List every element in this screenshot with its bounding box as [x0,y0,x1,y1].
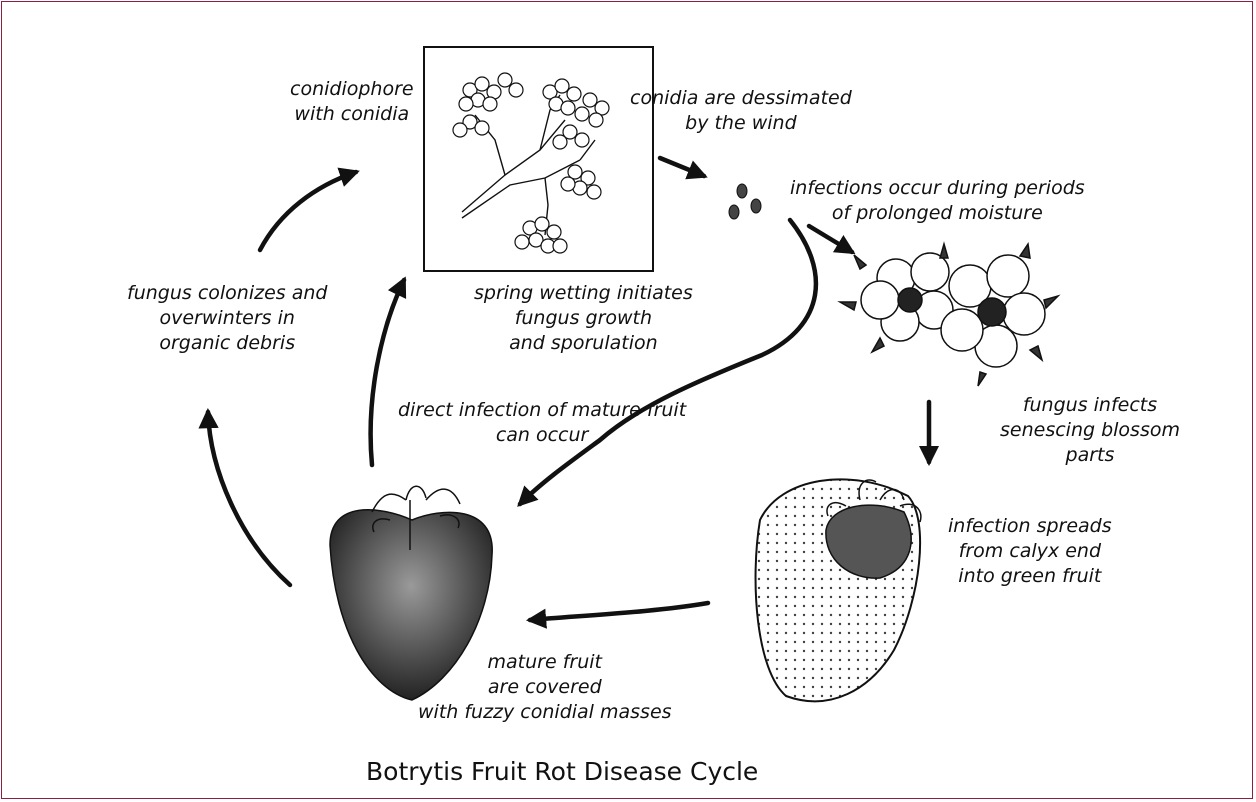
label-colonizes: fungus colonizes and overwinters in orga… [127,281,327,356]
label-infections: infections occur during periods of prolo… [790,176,1085,226]
label-conidiophore: conidiophore with conidia [290,77,414,127]
label-infection-spreads: infection spreads from calyx end into gr… [948,514,1112,589]
label-blossom-infection: fungus infects senescing blossom parts [1000,393,1180,468]
diagram-title: Botrytis Fruit Rot Disease Cycle [366,757,758,786]
strawberry-blossoms [840,244,1058,386]
label-spring-wetting: spring wetting initiates fungus growth a… [474,281,693,356]
airborne-conidia [729,184,761,219]
conidiophore-box [424,47,653,271]
label-direct-infection: direct infection of mature fruit can occ… [398,398,686,448]
green-fruit [756,479,921,701]
label-mature-fruit: mature fruit are covered with fuzzy coni… [418,650,672,725]
label-dissemination: conidia are dessimated by the wind [630,86,852,136]
